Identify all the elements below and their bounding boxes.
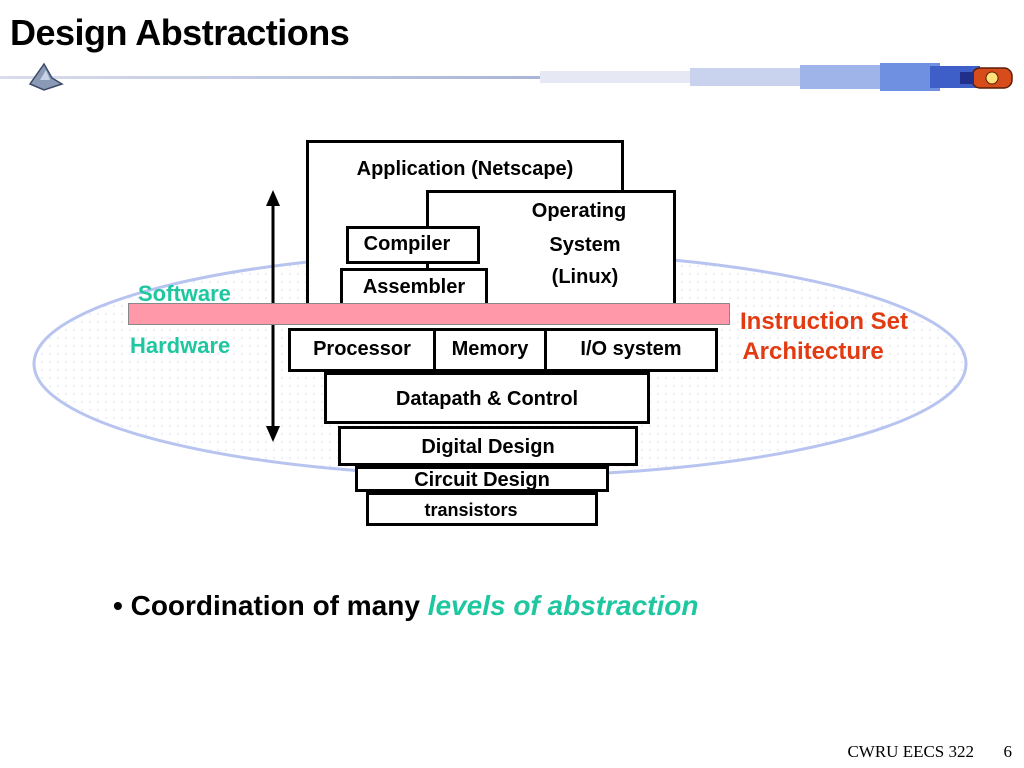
processor-label: Processor [313, 338, 411, 360]
circuit-design-box [355, 466, 609, 492]
isa-label: Instruction Set Architecture [740, 307, 908, 367]
bullet-marker: • [113, 590, 123, 621]
os-label-line2: System [549, 234, 621, 256]
io-system-label: I/O system [580, 338, 682, 360]
compiler-label: Compiler [363, 233, 451, 255]
application-label: Application (Netscape) [356, 158, 574, 180]
isa-label-line1: Instruction Set [740, 308, 909, 335]
os-label-line3: (Linux) [551, 266, 619, 288]
footer-course: CWRU EECS 322 [847, 742, 974, 761]
compiler-box [346, 226, 480, 264]
memory-label: Memory [451, 338, 529, 360]
processor-box [288, 328, 436, 372]
bullet-point: • Coordination of many levels of abstrac… [113, 590, 698, 622]
hardware-label: Hardware [130, 333, 231, 358]
transistors-label: transistors [424, 500, 518, 520]
rocket-icon [960, 67, 1013, 89]
isa-bar [128, 303, 730, 325]
software-label: Software [138, 281, 231, 306]
datapath-label: Datapath & Control [395, 388, 579, 410]
assembler-label: Assembler [362, 276, 466, 298]
digital-design-box [338, 426, 638, 466]
bullet-text: Coordination of many [130, 590, 420, 621]
slide-title: Design Abstractions [10, 12, 350, 53]
transistors-box [366, 492, 598, 526]
datapath-box [324, 372, 650, 424]
digital-design-label: Digital Design [421, 436, 555, 458]
header-rule [0, 62, 1013, 91]
os-label-line1: Operating [531, 200, 627, 222]
page-number: 6 [1003, 742, 1013, 761]
bullet-emphasis: levels of abstraction [427, 590, 699, 621]
circuit-design-label: Circuit Design [414, 469, 550, 491]
starship-icon [28, 62, 64, 91]
memory-box [433, 328, 547, 372]
isa-label-line2: Architecture [742, 338, 884, 365]
